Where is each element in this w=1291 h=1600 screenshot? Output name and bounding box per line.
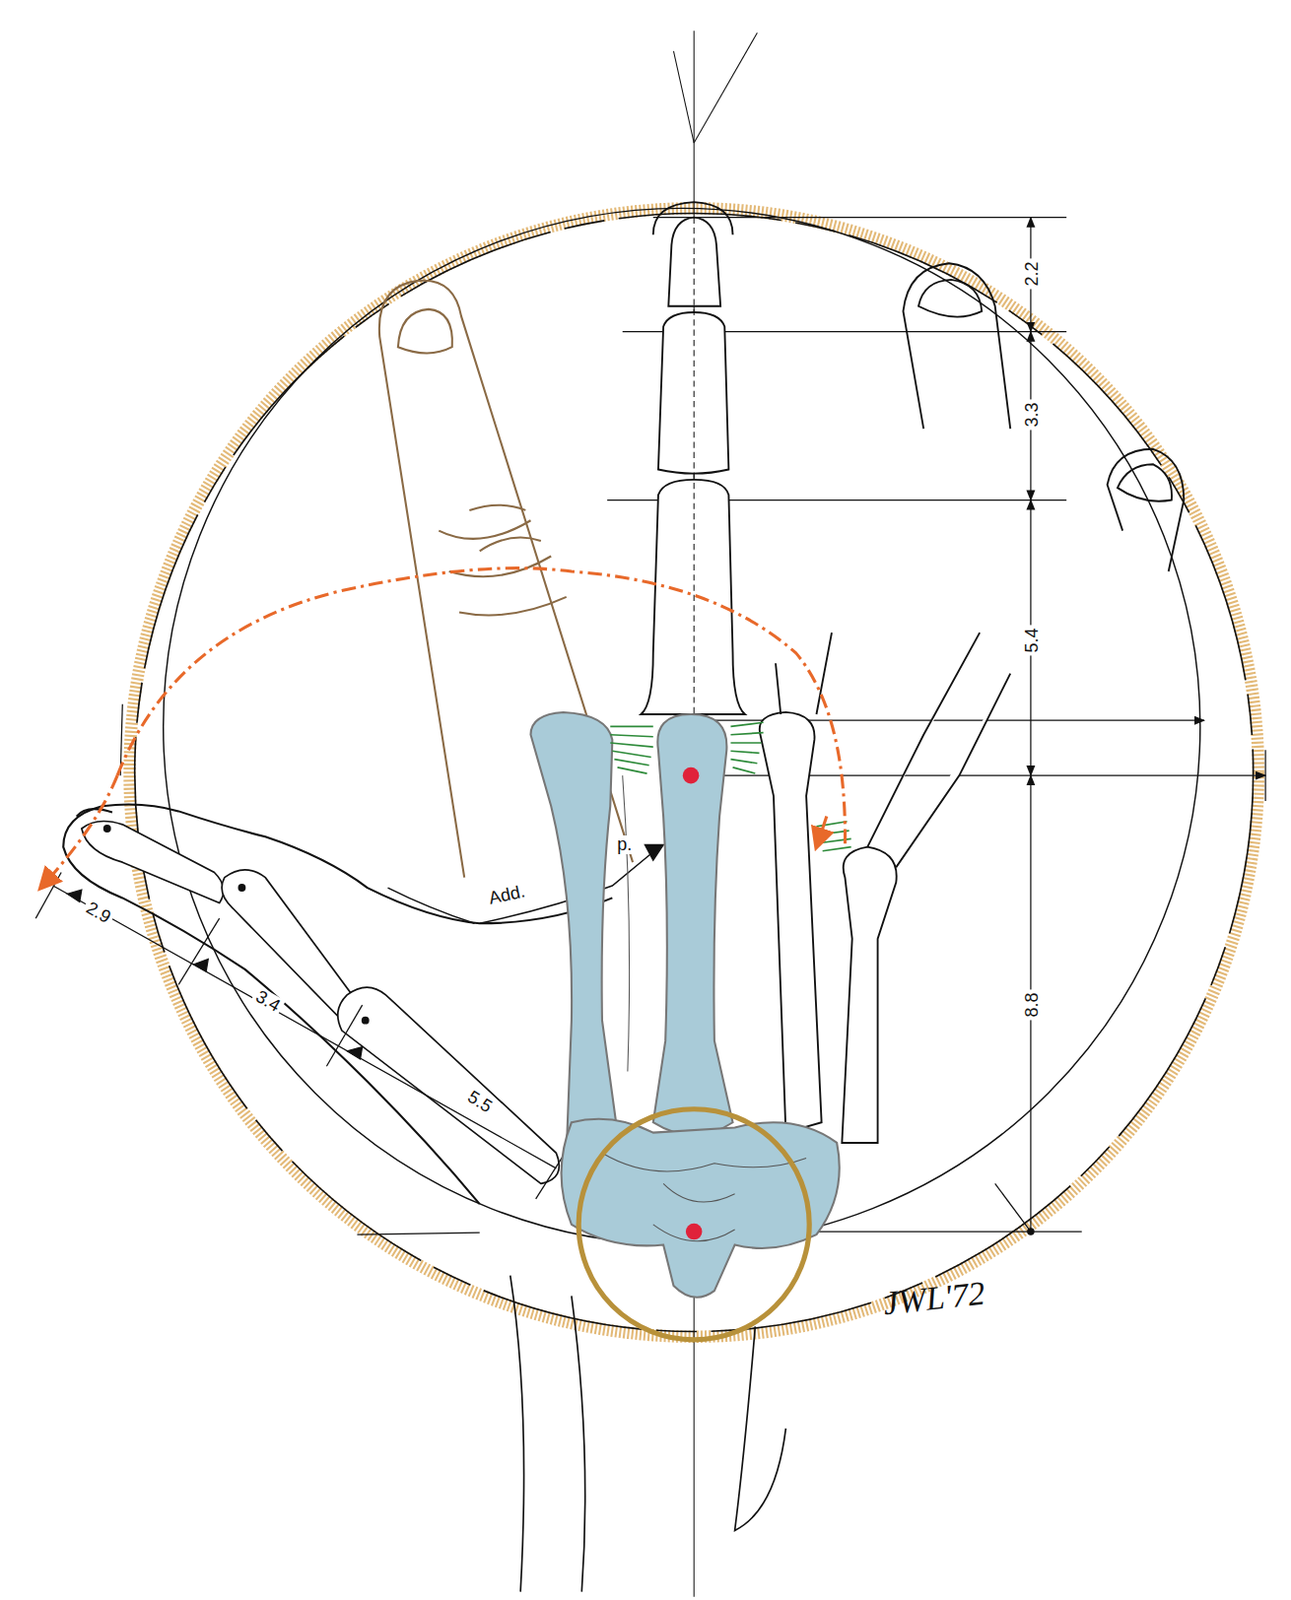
- artist-signature: JWL'72: [878, 1274, 990, 1323]
- dimension-number: 2.9: [79, 897, 117, 931]
- dimension-number: 3.3: [1022, 399, 1043, 430]
- dimension-number: 2.2: [1022, 258, 1043, 289]
- muscle-label: Add.: [484, 882, 531, 910]
- dimension-number: 5.5: [461, 1086, 498, 1119]
- dimension-number: 3.4: [249, 986, 286, 1020]
- muscle-label: p.: [613, 835, 635, 856]
- dimension-number: 8.8: [1022, 990, 1043, 1021]
- dimension-number: 5.4: [1022, 625, 1043, 657]
